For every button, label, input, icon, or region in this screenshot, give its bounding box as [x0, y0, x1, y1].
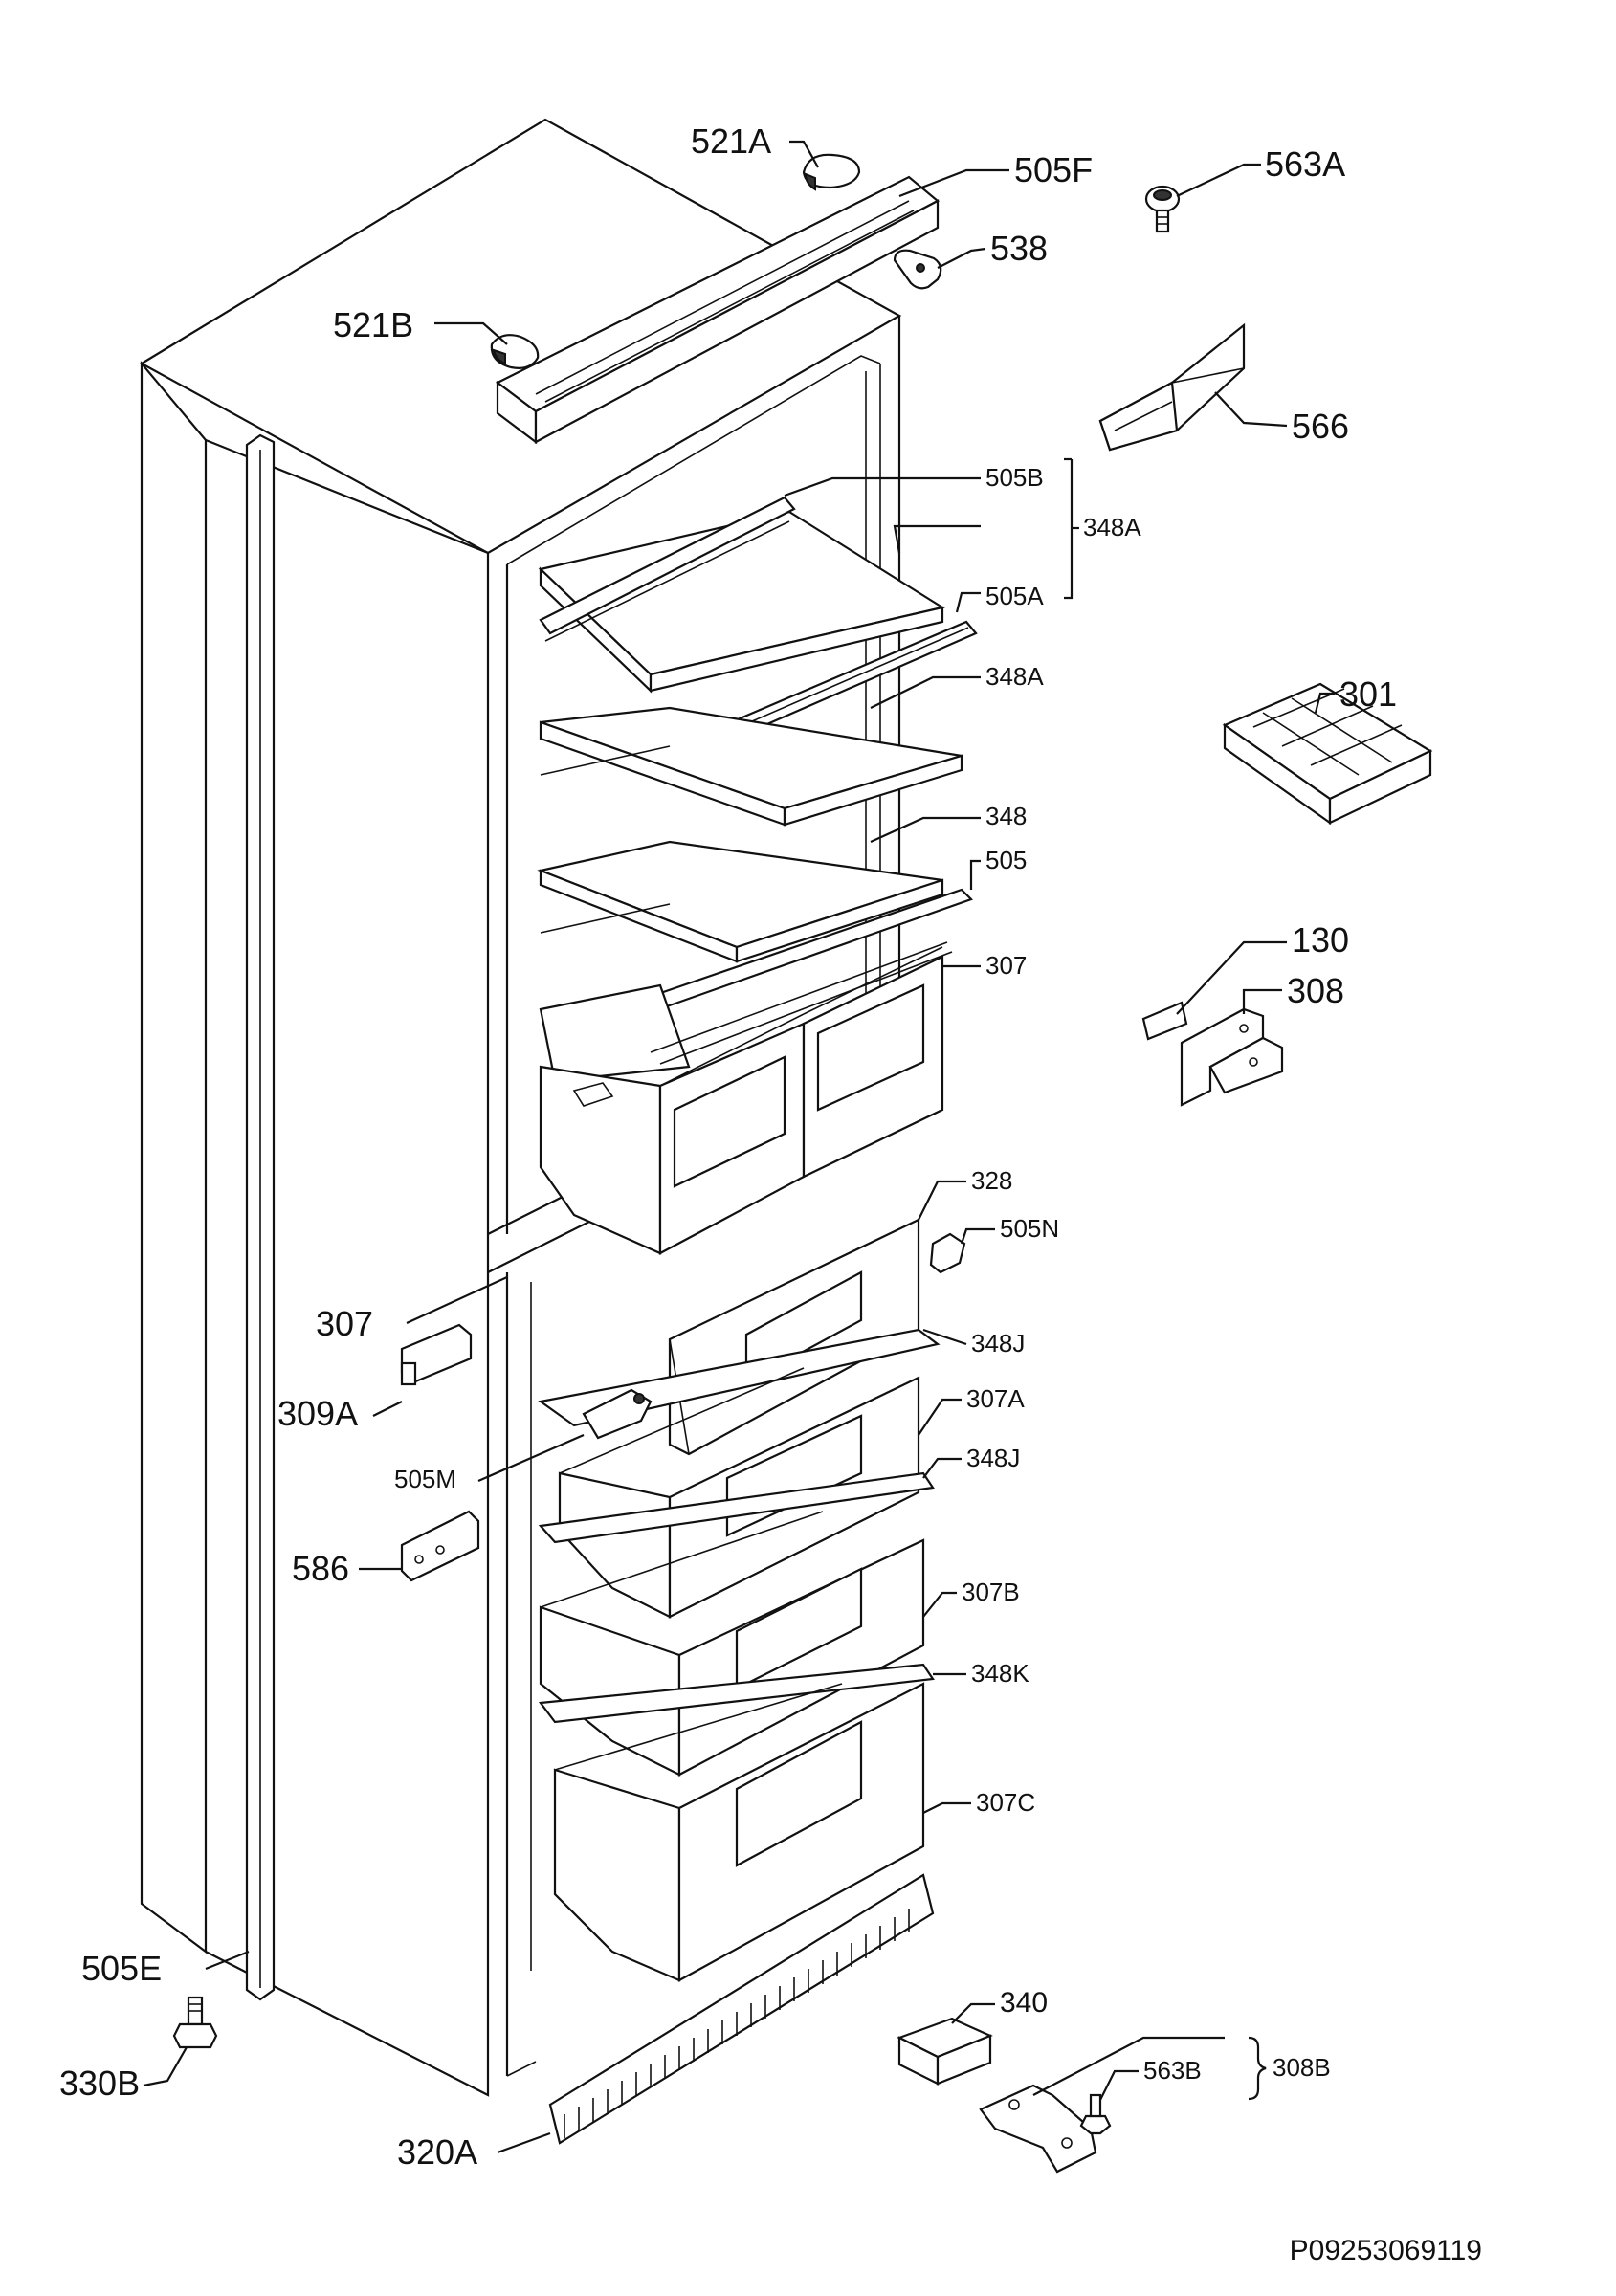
drawer-307c — [553, 1682, 925, 1982]
label-521b: 521B — [333, 305, 413, 344]
label-505a: 505A — [985, 582, 1044, 610]
hinge-cap-521a — [802, 153, 861, 191]
label-307c: 307C — [976, 1788, 1035, 1817]
shelf-348j-lower — [538, 1471, 935, 1544]
label-301: 301 — [1339, 674, 1397, 714]
shelf-505 — [539, 941, 953, 1083]
label-348j-2: 348J — [966, 1444, 1020, 1472]
label-586: 586 — [292, 1549, 349, 1588]
top-hinge-plate — [495, 175, 940, 445]
label-348k: 348K — [971, 1659, 1029, 1688]
label-307-top: 307 — [985, 951, 1027, 980]
label-505f: 505F — [1014, 150, 1093, 189]
drawer-307b — [539, 1511, 925, 1777]
label-308b: 308B — [1273, 2053, 1331, 2082]
label-563b: 563B — [1143, 2056, 1202, 2085]
label-328: 328 — [971, 1166, 1012, 1195]
hinge-308 — [1180, 1007, 1284, 1107]
leader-lines — [143, 140, 1335, 2154]
label-307-left: 307 — [316, 1304, 373, 1343]
label-348a: 348A — [985, 662, 1044, 691]
shelf-348 — [537, 840, 974, 1014]
label-505b: 505B — [985, 463, 1044, 492]
label-348j-1: 348J — [971, 1329, 1025, 1358]
label-348: 348 — [985, 802, 1027, 830]
label-330b: 330B — [59, 2064, 140, 2103]
clip-505n — [929, 1232, 966, 1274]
label-563a: 563A — [1265, 144, 1345, 184]
label-538: 538 — [990, 229, 1048, 268]
label-307a: 307A — [966, 1384, 1025, 1413]
ice-tray-301 — [1222, 682, 1433, 826]
screw-563b — [1079, 2093, 1112, 2135]
label-309a: 309A — [277, 1394, 358, 1433]
label-130: 130 — [1292, 920, 1349, 960]
cover-566 — [1098, 322, 1246, 452]
upper-drawer-left — [539, 1013, 806, 1255]
part-labels: 521A 505F 563A 538 521B 566 505B 348A 50… — [59, 121, 1397, 2172]
label-505m: 505M — [394, 1465, 456, 1493]
hinge-308b — [979, 2084, 1097, 2174]
label-566: 566 — [1292, 407, 1349, 446]
label-505n: 505N — [1000, 1214, 1059, 1243]
plate-586 — [400, 1510, 480, 1582]
bracket-538 — [893, 249, 942, 290]
shelf-348a-upper — [538, 496, 978, 777]
screw-563a — [1144, 185, 1181, 233]
shelf-348a-lower — [539, 706, 963, 827]
label-307b: 307B — [962, 1578, 1020, 1606]
hinge-cap-521b — [490, 334, 540, 369]
block-340 — [897, 2017, 993, 2086]
label-505: 505 — [985, 846, 1027, 874]
reference-code: P09253069119 — [1289, 2235, 1482, 2266]
shelf-348k — [538, 1663, 935, 1724]
label-308: 308 — [1287, 971, 1344, 1010]
door-seal-strip — [245, 433, 276, 2001]
label-521a: 521A — [691, 121, 771, 161]
label-348a-group: 348A — [1083, 513, 1141, 541]
label-340: 340 — [1000, 1987, 1048, 2019]
clip-505m — [582, 1388, 653, 1440]
bracket-309a — [400, 1323, 473, 1386]
vent-grille-320a — [548, 1873, 935, 2145]
label-320a: 320A — [397, 2132, 477, 2172]
label-505e: 505E — [81, 1949, 162, 1988]
pad-130 — [1141, 1001, 1188, 1041]
adjustable-foot-330b — [172, 1996, 218, 2049]
upper-drawer-right — [802, 946, 944, 1179]
